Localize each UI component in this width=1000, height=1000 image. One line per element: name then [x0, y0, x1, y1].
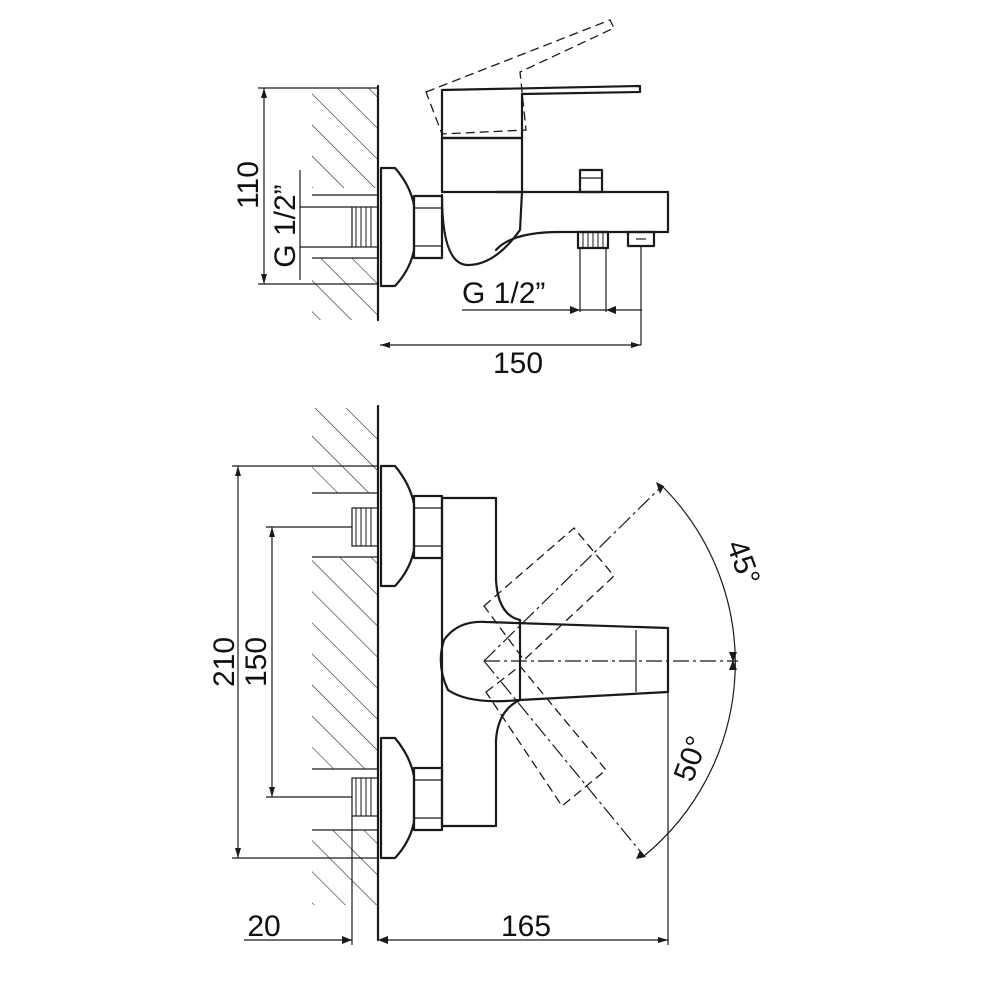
side-wall	[312, 84, 380, 322]
front-projection-label: 165	[501, 910, 551, 943]
dim-side-height: 110	[232, 87, 378, 285]
front-overall-height-label: 210	[208, 637, 241, 687]
side-height-label: 110	[232, 161, 265, 209]
front-centerlines	[483, 485, 738, 857]
front-wall	[312, 404, 380, 942]
side-lever-raised	[425, 19, 615, 135]
side-lever	[440, 84, 642, 140]
front-upper-thread	[351, 507, 379, 547]
front-wall-offset-label: 20	[247, 910, 280, 943]
front-lever-up	[483, 527, 615, 661]
side-inlet-thread	[300, 206, 379, 248]
front-lever-down	[485, 665, 607, 807]
dim-front-inlet-spacing: 150	[240, 526, 352, 798]
front-body	[440, 496, 522, 828]
dim-front-overall-height: 210	[208, 465, 378, 859]
dim-side-outlet-thread: G 1/2”	[462, 277, 642, 314]
side-depth-label: 150	[493, 347, 543, 380]
side-outlet-thread-label: G 1/2”	[462, 277, 545, 310]
dim-side-wall-thread: G 1/2”	[269, 170, 302, 280]
front-lower-escutcheon	[379, 736, 444, 860]
front-lower-thread	[351, 777, 379, 817]
front-lever	[439, 620, 670, 703]
side-escutcheon	[379, 166, 444, 288]
front-inlet-spacing-label: 150	[240, 637, 273, 687]
side-wall-thread-label: G 1/2”	[269, 184, 302, 267]
dim-side-depth: 150	[380, 342, 641, 380]
dim-front-projection: 165	[380, 692, 669, 945]
lever-up-angle-label: 45°	[720, 536, 767, 590]
side-body	[440, 136, 524, 267]
front-angle-arc: 45° 50°	[636, 482, 766, 859]
front-upper-escutcheon	[379, 464, 444, 588]
side-view: 110 G 1/2” G 1/2” 150	[232, 19, 670, 380]
side-spout	[494, 168, 670, 345]
front-view: 45° 50° 210 150 20 165	[208, 404, 766, 945]
